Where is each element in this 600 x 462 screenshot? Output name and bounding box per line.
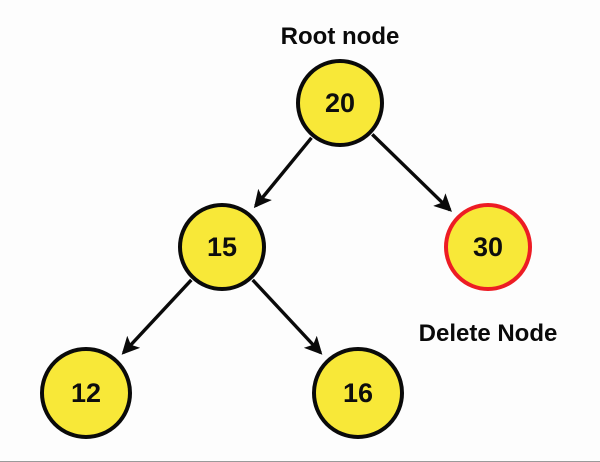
- tree-node-value: 15: [206, 231, 238, 262]
- tree-node-left[interactable]: 15: [178, 203, 266, 291]
- tree-node-left-right[interactable]: 16: [312, 347, 404, 439]
- tree-node-value: 12: [70, 377, 102, 408]
- tree-node-left-left[interactable]: 12: [40, 347, 132, 439]
- tree-node-delete-target[interactable]: 30: [444, 203, 532, 291]
- tree-edge-root-to-left: [253, 136, 313, 209]
- tree-node-value: 16: [342, 377, 374, 408]
- tree-edge-root-to-right: [371, 133, 452, 212]
- tree-node-root[interactable]: 20: [296, 59, 384, 147]
- tree-edge-left-to-left-right: [251, 278, 323, 355]
- root-node-caption: Root node: [280, 23, 400, 50]
- tree-node-value: 30: [472, 231, 504, 262]
- tree-edge-left-to-left-left: [121, 278, 193, 355]
- delete-node-caption: Delete Node: [418, 320, 558, 347]
- tree-node-value: 20: [324, 87, 356, 118]
